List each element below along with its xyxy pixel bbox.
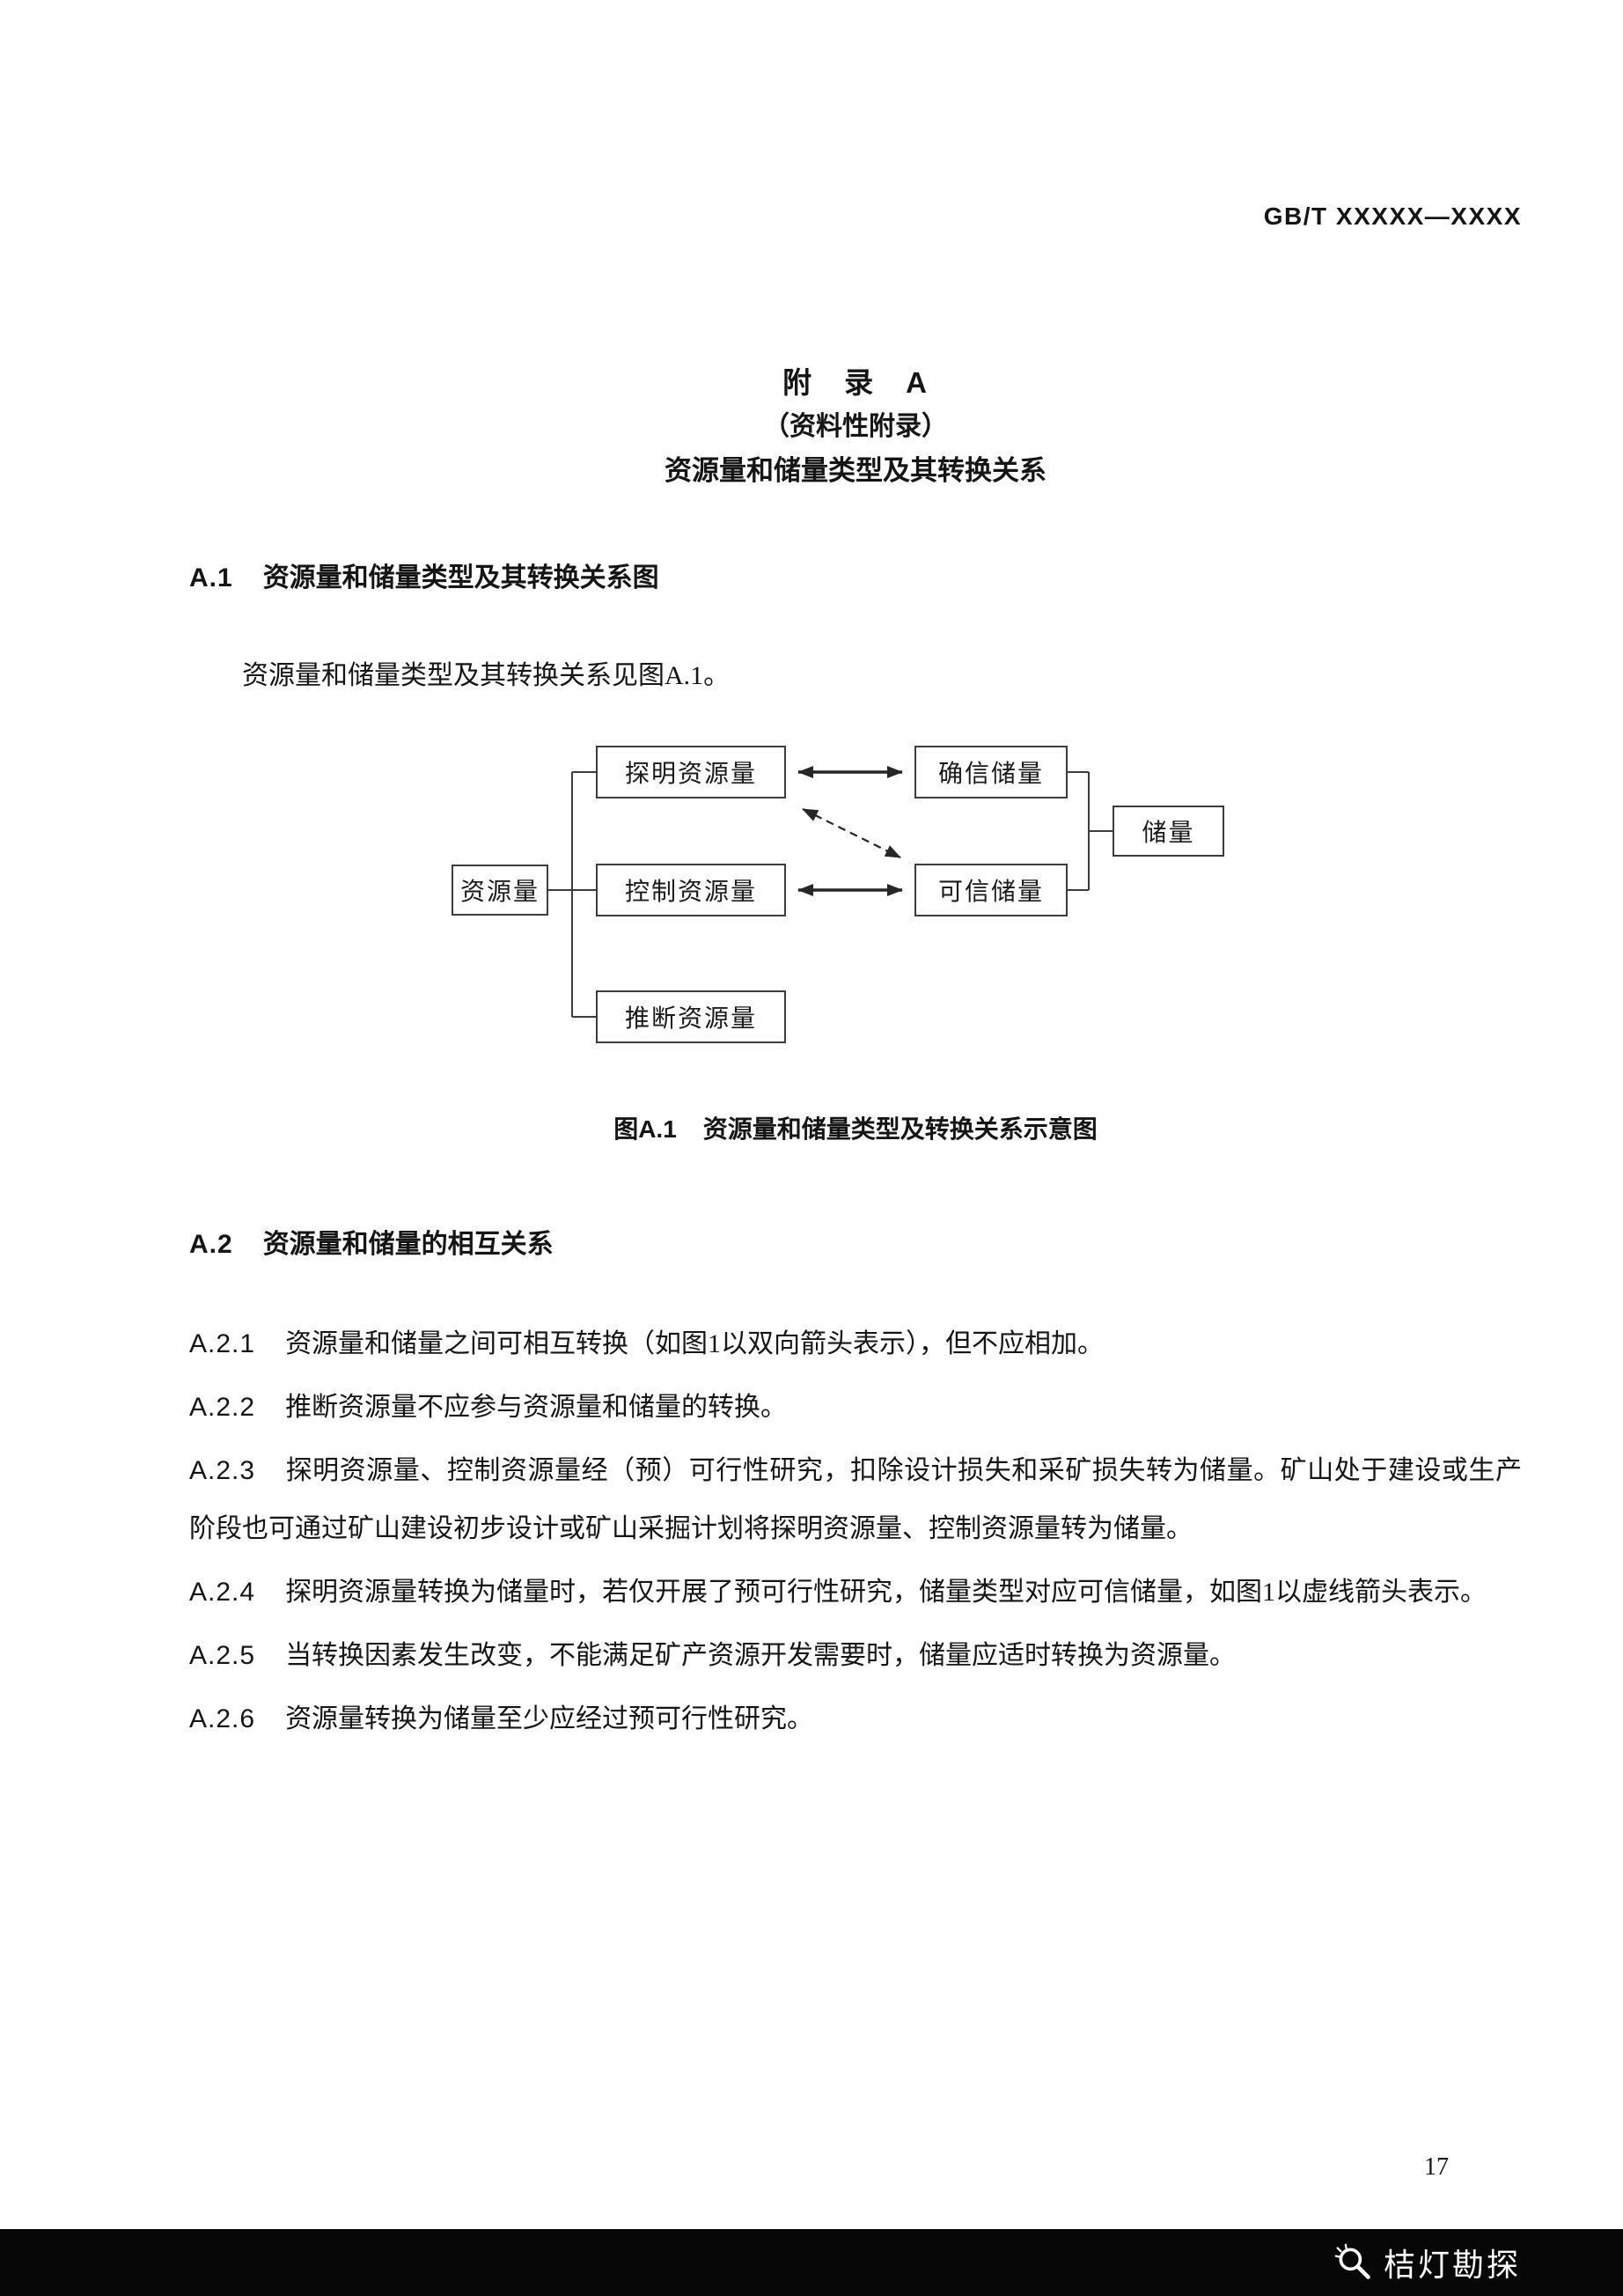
footer-bar: 桔灯勘探	[0, 2229, 1623, 2296]
diagram-connectors	[548, 766, 1113, 1018]
section-a1-intro: 资源量和储量类型及其转换关系见图A.1。	[242, 661, 731, 690]
box-probable-reserve: 可信储量	[914, 864, 1068, 916]
clause-a2-6-text: 资源量转换为储量至少应经过预可行性研究。	[285, 1704, 814, 1733]
clause-a2-3-number: A.2.3	[189, 1456, 256, 1485]
left-bracket	[548, 771, 596, 1018]
appendix-title-block: 附 录 A （资料性附录） 资源量和储量类型及其转换关系	[189, 361, 1522, 493]
appendix-title: 附 录 A	[782, 366, 929, 399]
box-reserve: 储量	[1113, 806, 1224, 857]
clause-a2-4-number: A.2.4	[189, 1578, 256, 1607]
clause-a2-5: A.2.5 当转换因素发生改变，不能满足矿产资源开发需要时，储量应适时转换为资源量…	[189, 1627, 1522, 1685]
box-controlled-resource: 控制资源量	[596, 864, 786, 916]
page-number: 17	[1424, 2153, 1449, 2181]
brand-name: 桔灯勘探	[1383, 2247, 1521, 2283]
clause-a2-6-number: A.2.6	[189, 1704, 256, 1733]
box-resource: 资源量	[452, 865, 548, 916]
figure-a1-diagram: 资源量 探明资源量 控制资源量 推断资源量 确信储量 可信储量 储量	[189, 739, 1522, 1056]
clause-a2-5-number: A.2.5	[189, 1641, 256, 1670]
magnifier-lamp-icon	[1334, 2243, 1370, 2279]
clause-a2-3-text: 探明资源量、控制资源量经（预）可行性研究，扣除设计损失和采矿损失转为储量。矿山处…	[189, 1456, 1522, 1543]
right-bracket	[1068, 771, 1113, 891]
section-a2-number: A.2	[189, 1230, 233, 1259]
appendix-type-note: （资料性附录）	[763, 412, 948, 441]
box-inferred-resource: 推断资源量	[596, 990, 786, 1043]
clause-a2-1-number: A.2.1	[189, 1329, 256, 1358]
clause-a2-1: A.2.1 资源量和储量之间可相互转换（如图1以双向箭头表示），但不应相加。	[189, 1315, 1522, 1373]
figure-a1-caption: 图A.1 资源量和储量类型及转换关系示意图	[189, 1110, 1522, 1149]
box-explored-resource: 探明资源量	[596, 746, 786, 798]
clause-a2-1-text: 资源量和储量之间可相互转换（如图1以双向箭头表示），但不应相加。	[285, 1329, 1105, 1358]
brand-watermark: 桔灯勘探	[1334, 2240, 1521, 2285]
dashed-double-arrow-explored-probable	[802, 808, 901, 858]
box-proved-reserve: 确信储量	[914, 746, 1068, 798]
appendix-subject: 资源量和储量类型及其转换关系	[665, 455, 1047, 486]
section-a1-number: A.1	[189, 563, 233, 592]
page-content: GB/T XXXXX—XXXX 附 录 A （资料性附录） 资源量和储量类型及其…	[189, 0, 1522, 1748]
figure-a1-caption-text: 资源量和储量类型及转换关系示意图	[702, 1115, 1098, 1143]
figure-a1-caption-label: 图A.1	[613, 1115, 677, 1143]
clause-a2-4-text: 探明资源量转换为储量时，若仅开展了预可行性研究，储量类型对应可信储量，如图1以虚…	[285, 1578, 1487, 1607]
doc-number: GB/T XXXXX—XXXX	[1263, 202, 1522, 230]
clause-a2-2-text: 推断资源量不应参与资源量和储量的转换。	[285, 1393, 788, 1422]
clause-a2-4: A.2.4 探明资源量转换为储量时，若仅开展了预可行性研究，储量类型对应可信储量，…	[189, 1564, 1522, 1622]
section-a1-heading: A.1 资源量和储量类型及其转换关系图	[189, 557, 1522, 600]
clause-a2-6: A.2.6 资源量转换为储量至少应经过预可行性研究。	[189, 1690, 1522, 1748]
section-a2-title: 资源量和储量的相互关系	[262, 1230, 554, 1259]
section-a2-heading: A.2 资源量和储量的相互关系	[189, 1224, 1522, 1266]
clause-a2-5-text: 当转换因素发生改变，不能满足矿产资源开发需要时，储量应适时转换为资源量。	[285, 1641, 1237, 1670]
section-a1-title: 资源量和储量类型及其转换关系图	[262, 563, 659, 592]
section-a2-clauses: A.2.1 资源量和储量之间可相互转换（如图1以双向箭头表示），但不应相加。 A.…	[189, 1315, 1522, 1748]
clause-a2-2-number: A.2.2	[189, 1393, 256, 1422]
clause-a2-2: A.2.2 推断资源量不应参与资源量和储量的转换。	[189, 1379, 1522, 1437]
